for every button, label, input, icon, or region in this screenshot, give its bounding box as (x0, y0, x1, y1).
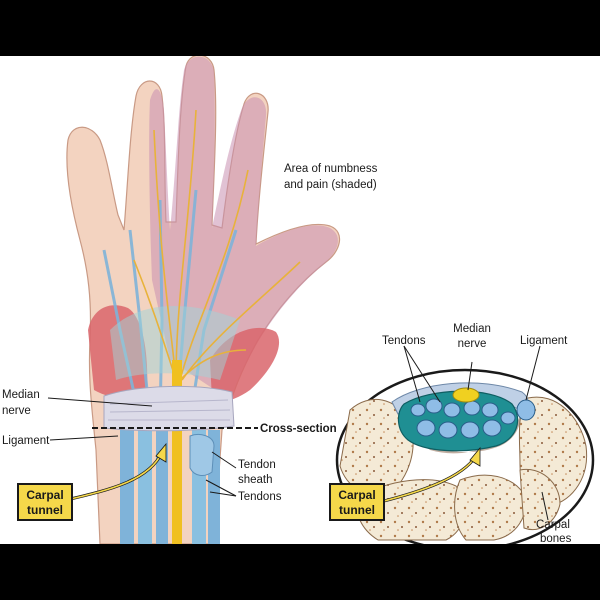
carpal-bones-label-line1: Carpal (536, 519, 570, 531)
tendon-sheath (189, 433, 215, 476)
tendon-sheath-label-line2: sheath (238, 474, 273, 486)
section-tendons (410, 398, 516, 439)
area-label-line1: Area of numbness (284, 163, 378, 175)
hand (66, 56, 341, 544)
hand-carpal-tunnel-callout: Carpal tunnel (17, 483, 73, 521)
section-carpal-line2: tunnel (339, 503, 375, 517)
section-tendons-label: Tendons (382, 335, 426, 347)
hand-carpal-line1: Carpal (26, 488, 63, 502)
section-median-label-line2: nerve (458, 338, 487, 350)
area-label-line2: and pain (shaded) (284, 179, 377, 191)
hand-leader-lines (47, 397, 237, 497)
hand-arrow (65, 451, 163, 501)
section-ligament-label: Ligament (520, 335, 568, 347)
hand-arrowhead (155, 442, 167, 463)
section-leader-lines (403, 345, 549, 521)
transverse-ligament (103, 385, 235, 432)
median-nerve (172, 360, 182, 544)
section-carpal-line1: Carpal (338, 488, 375, 502)
hand-tendons-label: Tendons (238, 491, 282, 503)
tendon-sheath-label-line1: Tendon (238, 459, 276, 471)
cross-section-label: Cross-section (260, 423, 337, 435)
section-median-label-line1: Median (453, 323, 491, 335)
section-arrow (379, 455, 477, 503)
hand-ligament-label: Ligament (2, 435, 50, 447)
carpal-bones-label-line2: bones (540, 533, 572, 545)
section-carpal-tunnel-callout: Carpal tunnel (329, 483, 385, 521)
hand-median-label-line2: nerve (2, 405, 31, 417)
section-separate-tendon (516, 399, 536, 421)
hand-median-label-line1: Median (2, 389, 40, 401)
ligament-fibers (108, 399, 231, 421)
palmar-fascia (110, 306, 240, 380)
hand-carpal-line2: tunnel (27, 503, 63, 517)
median-nerve-branches (133, 109, 301, 381)
section-median-nerve (452, 387, 480, 403)
section-arrowhead (469, 446, 481, 467)
